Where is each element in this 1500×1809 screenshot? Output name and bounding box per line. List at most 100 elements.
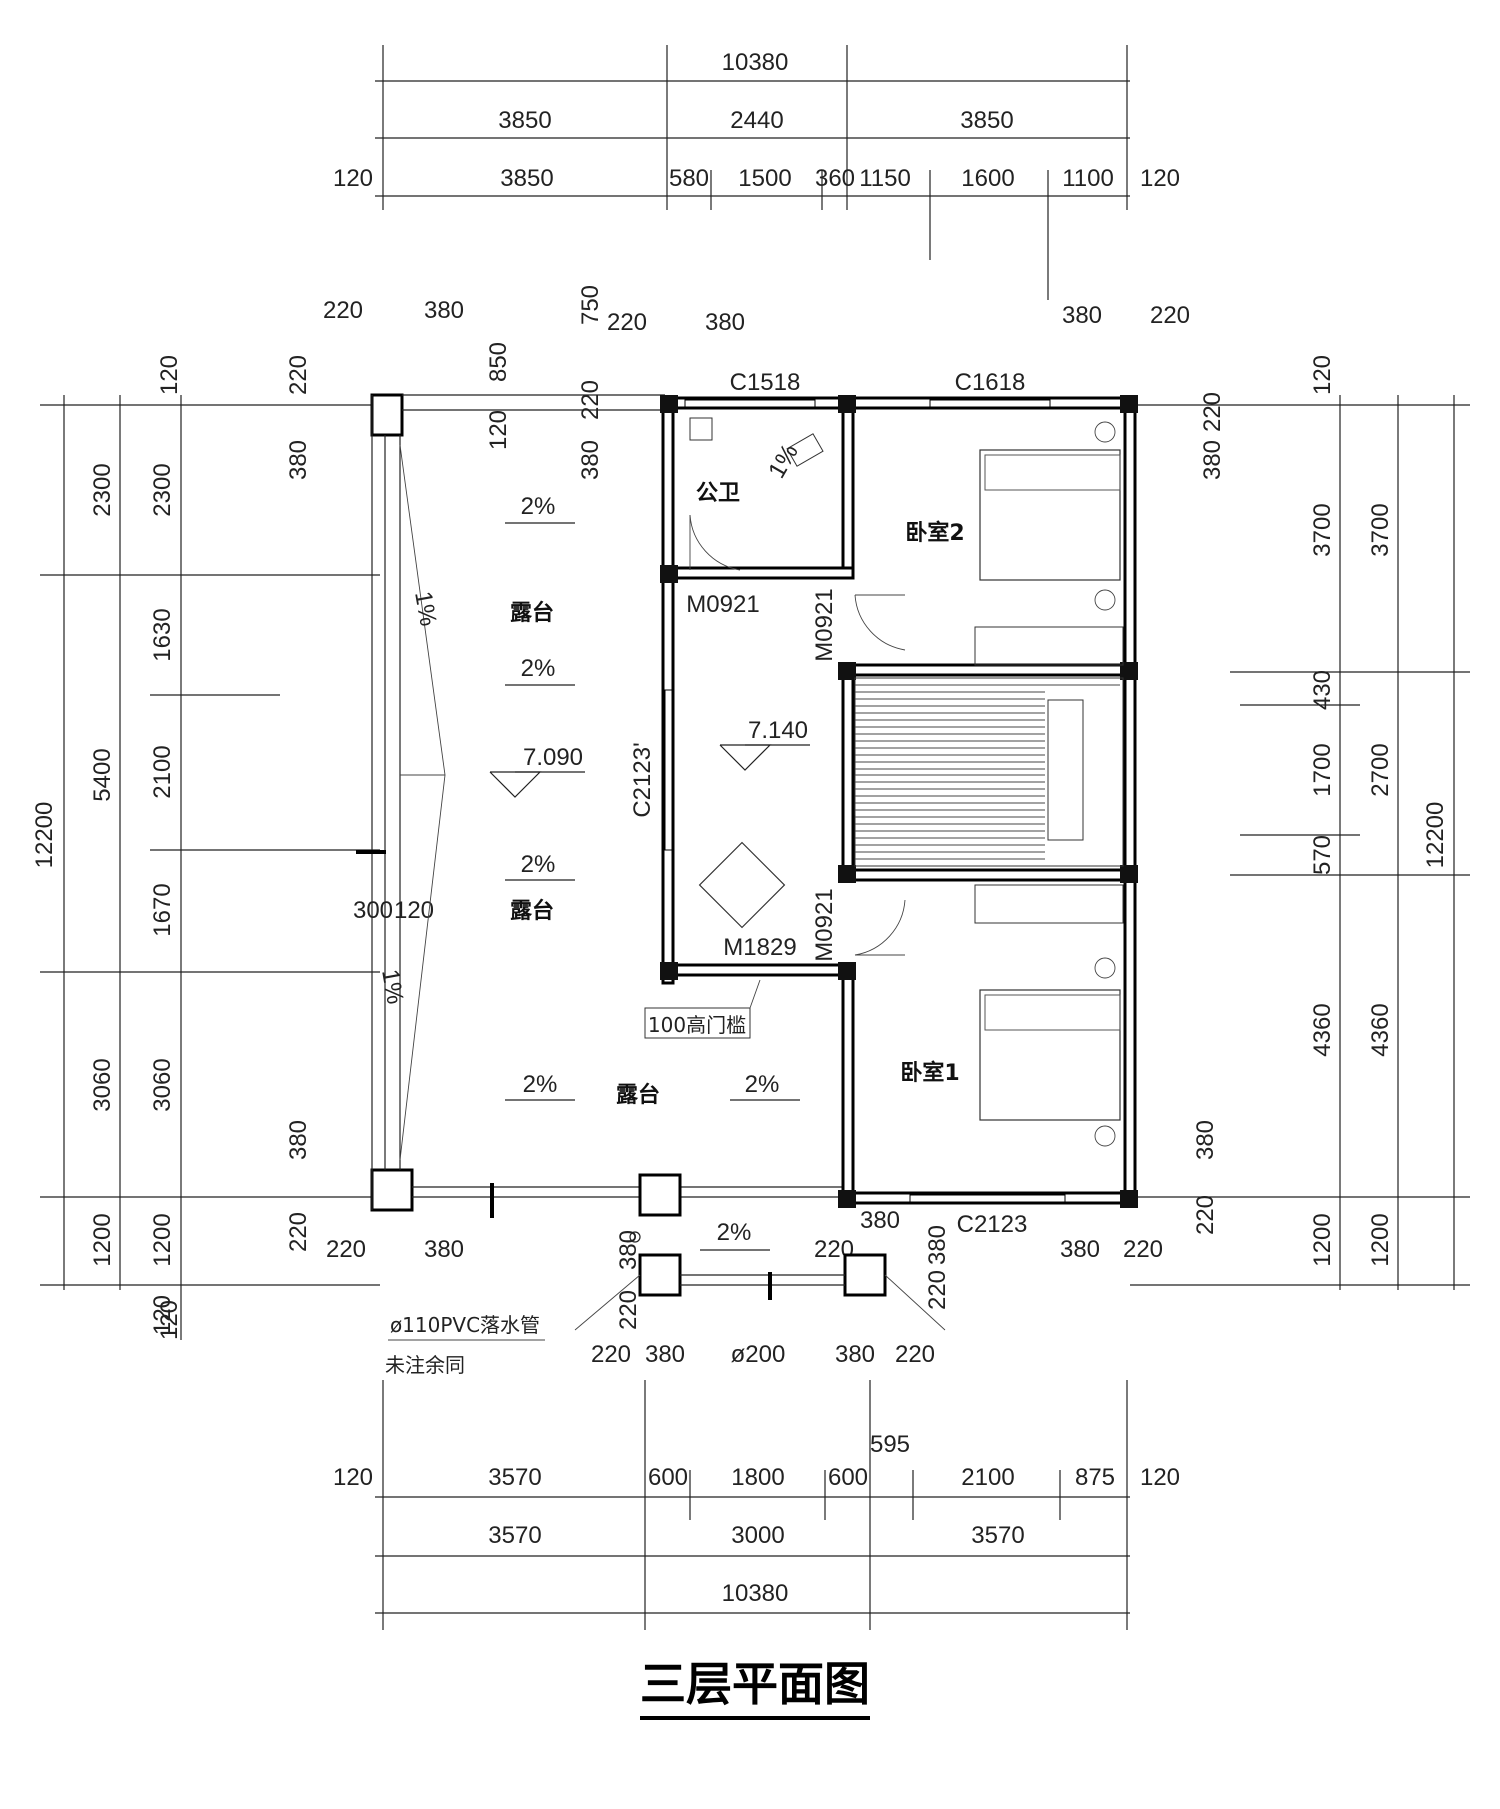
slope-1: 2% [521, 493, 556, 520]
misc-dimensions: 220 380 220 380 380 220 750 850 120 220 … [156, 285, 1336, 1368]
dim-bot-d3: 600 [648, 1464, 688, 1491]
dim-top-d5: 360 [815, 165, 855, 192]
drawing-title: 三层平面图 [640, 1657, 870, 1720]
dim-top-d4: 1500 [738, 165, 791, 192]
dim-misc-220i: 220 [591, 1341, 631, 1368]
room-bedroom2: 卧室2 [905, 520, 964, 546]
dim-left-d4: 1670 [149, 883, 176, 936]
dim-top-mid-2: 2440 [730, 107, 783, 134]
tag-door-m1829: M1829 [723, 934, 796, 961]
slope-8: 1% [376, 967, 409, 1006]
dim-bot-d9: 120 [1140, 1464, 1180, 1491]
dim-misc-380e: 380 [285, 440, 312, 480]
dim-left-mid-4: 1200 [89, 1213, 116, 1266]
dim-misc-220f: 220 [1199, 392, 1226, 432]
dim-bot-d4: 1800 [731, 1464, 784, 1491]
dim-misc-380b: 380 [705, 309, 745, 336]
dim-misc-380i: 380 [645, 1341, 685, 1368]
dim-misc-220g: 220 [285, 1212, 312, 1252]
tag-door-m0921-b: M0921 [811, 588, 838, 661]
dim-bot-mid-2: 3000 [731, 1522, 784, 1549]
staircase [854, 677, 1124, 867]
dim-bot-d2: 3570 [488, 1464, 541, 1491]
note-threshold: 100高门槛 [648, 1013, 746, 1037]
step-pillar-right [843, 1253, 887, 1297]
drain-pipe-icon [629, 1231, 641, 1243]
dim-misc-220j: 220 [895, 1341, 935, 1368]
dim-misc-120e: 120 [156, 1300, 183, 1340]
dim-right-total: 12200 [1422, 802, 1449, 869]
dim-top-d8: 1100 [1062, 165, 1114, 192]
dim-misc-220a: 220 [323, 297, 363, 324]
dim-misc-380c: 380 [1062, 302, 1102, 329]
step-pillar-left2 [638, 1253, 682, 1297]
bed-icon [979, 449, 1121, 581]
dim-right-d3: 1700 [1309, 743, 1336, 796]
dim-right-d6: 1200 [1309, 1213, 1336, 1266]
dim-misc-380h: 380 [424, 1236, 464, 1263]
dim-left-d2: 1630 [149, 608, 176, 661]
wardrobe-icon-2 [974, 884, 1124, 924]
tag-window-c2123: C2123 [957, 1211, 1028, 1238]
sink-icon [689, 417, 713, 441]
dim-misc-380m: 380 [1192, 1120, 1219, 1160]
dim-left-d3: 2100 [149, 745, 176, 798]
tag-door-m0921-a: M0921 [686, 591, 759, 618]
room-terrace-2: 露台 [510, 898, 554, 924]
dim-top-d3: 580 [669, 165, 709, 192]
dim-misc-120a: 120 [485, 410, 512, 450]
dim-bot-d1: 120 [333, 1464, 373, 1491]
furniture [689, 417, 1124, 1147]
dim-misc-220e: 220 [285, 355, 312, 395]
dim-right-mid-3: 4360 [1367, 1003, 1394, 1056]
dim-misc-380n: 380 [615, 1230, 642, 1270]
right-dimensions: 12200 3700 430 1700 570 4360 1200 3700 2… [1130, 395, 1470, 1290]
dim-left-mid-3: 3060 [89, 1058, 116, 1111]
dim-top-d7: 1600 [961, 165, 1014, 192]
slope-5: 2% [745, 1071, 780, 1098]
dim-bot-d7: 2100 [961, 1464, 1014, 1491]
dim-bot-d8: 875 [1075, 1464, 1115, 1491]
room-terrace-3: 露台 [616, 1082, 660, 1108]
dim-bot-total: 10380 [722, 1580, 789, 1607]
dim-misc-380j: 380 [835, 1341, 875, 1368]
dim-top-mid-1: 3850 [498, 107, 551, 134]
dim-misc-220k: 220 [1123, 1236, 1163, 1263]
bed-icon-2 [979, 989, 1121, 1121]
room-terrace-1: 露台 [510, 600, 554, 626]
dim-misc-750: 750 [577, 285, 604, 325]
dim-left-d5: 3060 [149, 1058, 176, 1111]
dim-misc-120b: 120 [156, 355, 183, 395]
door-swing-bedroom1 [854, 899, 906, 956]
dim-left-total: 12200 [31, 802, 58, 869]
dim-misc-380k: 380 [1060, 1236, 1100, 1263]
note-drain-unmarked: 未注余同 [385, 1353, 465, 1377]
building-walls [660, 395, 1138, 1208]
page-title: 三层平面图 [640, 1657, 870, 1711]
dim-bot-mid-3: 3570 [971, 1522, 1024, 1549]
dining-table-icon [698, 841, 786, 929]
dim-top-d1: 120 [333, 165, 373, 192]
dim-left-d7: 120 [149, 1295, 176, 1335]
dim-misc-380l: 380 [860, 1207, 900, 1234]
slope-3: 2% [521, 851, 556, 878]
wardrobe-icon [974, 626, 1124, 666]
dim-misc-220d: 220 [577, 380, 604, 420]
elevation-7140: 7.140 [748, 717, 808, 744]
dim-top-total: 10380 [722, 49, 789, 76]
dim-right-d5: 4360 [1309, 1003, 1336, 1056]
dim-misc-220n: 220 [615, 1290, 642, 1330]
dim-misc-220b: 220 [607, 309, 647, 336]
top-dimensions: 10380 3850 2440 3850 120 3850 580 1500 3… [333, 45, 1180, 300]
tag-door-m0921-c: M0921 [811, 888, 838, 961]
slope-6: 2% [717, 1219, 752, 1246]
dim-top-d9: 120 [1140, 165, 1180, 192]
elevations-slopes: 7.140 7.090 2% 2% 2% 2% 2% 2% 1% 1% 1% [376, 439, 810, 1251]
dim-misc-220m: 220 [1192, 1195, 1219, 1235]
dim-right-mid-1: 3700 [1367, 503, 1394, 556]
tag-window-c1518: C1518 [730, 369, 801, 396]
dim-bot-mid-1: 3570 [488, 1522, 541, 1549]
dim-misc-120c: 120 [1309, 355, 1336, 395]
bottom-dimensions: 120 3570 600 1800 600 595 2100 875 120 3… [333, 1380, 1180, 1630]
